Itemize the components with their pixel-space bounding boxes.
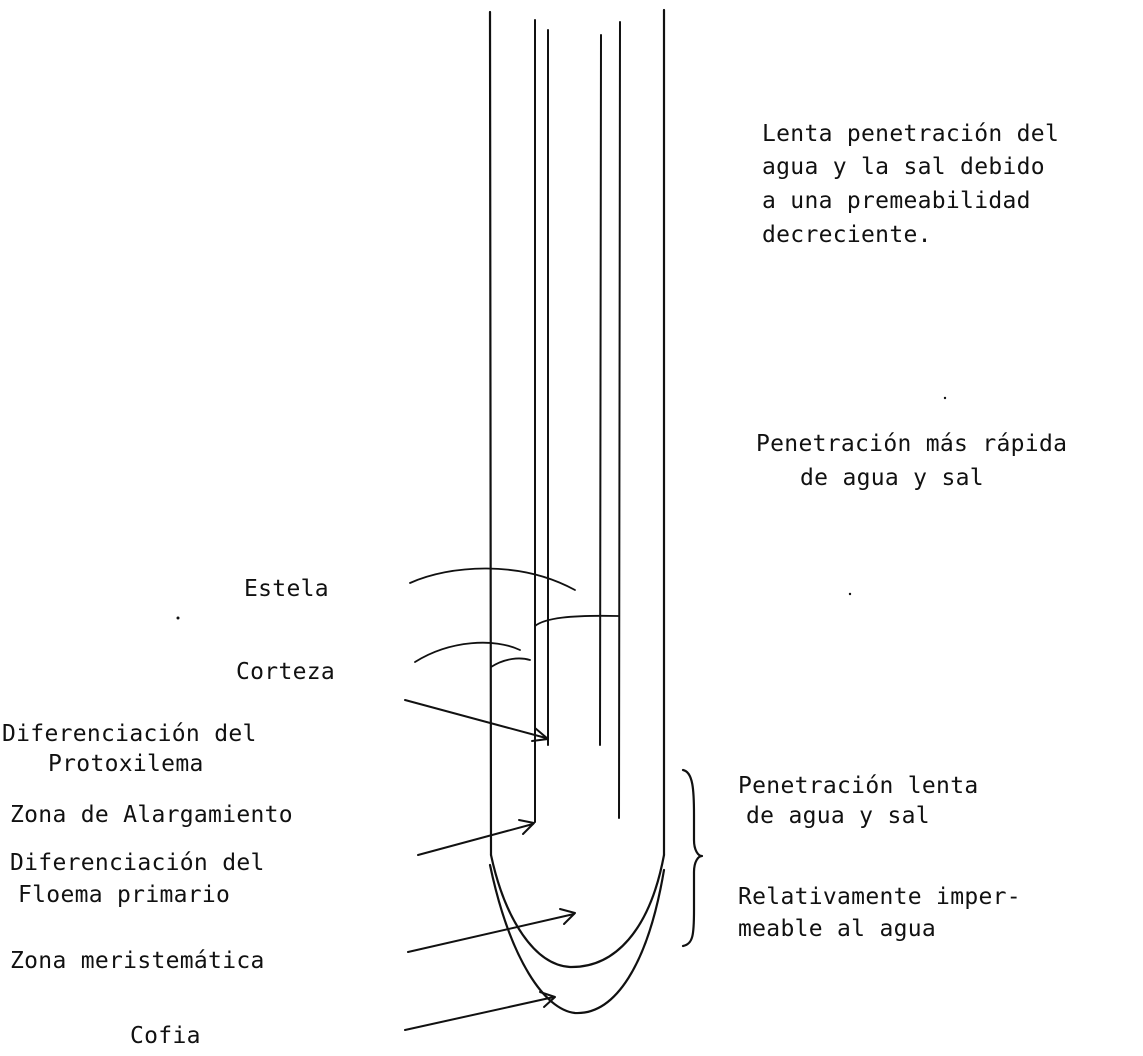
note-rapida-line2: de agua y sal [800, 463, 984, 493]
label-estela: Estela [244, 574, 329, 604]
note-impermeable-line2: meable al agua [738, 914, 936, 944]
note-lenta-line3: a una premeabilidad [762, 186, 1031, 216]
cofia-arrow-line [405, 997, 554, 1030]
speck-3 [849, 593, 851, 595]
label-diferenciacion-protoxilema-line1: Diferenciación del [2, 719, 257, 749]
cortex-line-right [619, 22, 620, 818]
label-diferenciacion-floema-line2: Floema primario [18, 880, 230, 910]
note-lenta-line2: agua y la sal debido [762, 152, 1045, 182]
root-cap-curve [490, 865, 664, 1013]
estela-leader [410, 568, 575, 590]
note-penetracion-lenta-line1: Penetración lenta [738, 771, 979, 801]
speck-1 [177, 617, 180, 620]
root-outer-wall-left [490, 12, 491, 855]
speck-2 [944, 397, 946, 399]
note-lenta-line4: decreciente. [762, 220, 932, 250]
stele-line-right [600, 35, 601, 745]
note-impermeable-line1: Relativamente imper- [738, 882, 1021, 912]
corteza-leader-2 [491, 658, 530, 667]
note-penetracion-lenta-line2: de agua y sal [746, 801, 930, 831]
label-diferenciacion-floema-line1: Diferenciación del [10, 848, 265, 878]
floema-arrow-line [418, 824, 533, 855]
label-diferenciacion-protoxilema-line2: Protoxilema [48, 749, 204, 779]
label-zona-meristematica: Zona meristemática [10, 946, 265, 976]
label-corteza: Corteza [236, 657, 335, 687]
note-lenta-line1: Lenta penetración del [762, 119, 1059, 149]
meristematica-arrow-line [408, 914, 574, 952]
right-bracket [683, 770, 702, 946]
label-cofia: Cofia [130, 1021, 201, 1051]
corteza-leader-1 [415, 643, 520, 662]
note-rapida-line1: Penetración más rápida [756, 429, 1067, 459]
label-zona-alargamiento: Zona de Alargamiento [10, 800, 293, 830]
protoxilema-arrow-line [405, 700, 546, 738]
